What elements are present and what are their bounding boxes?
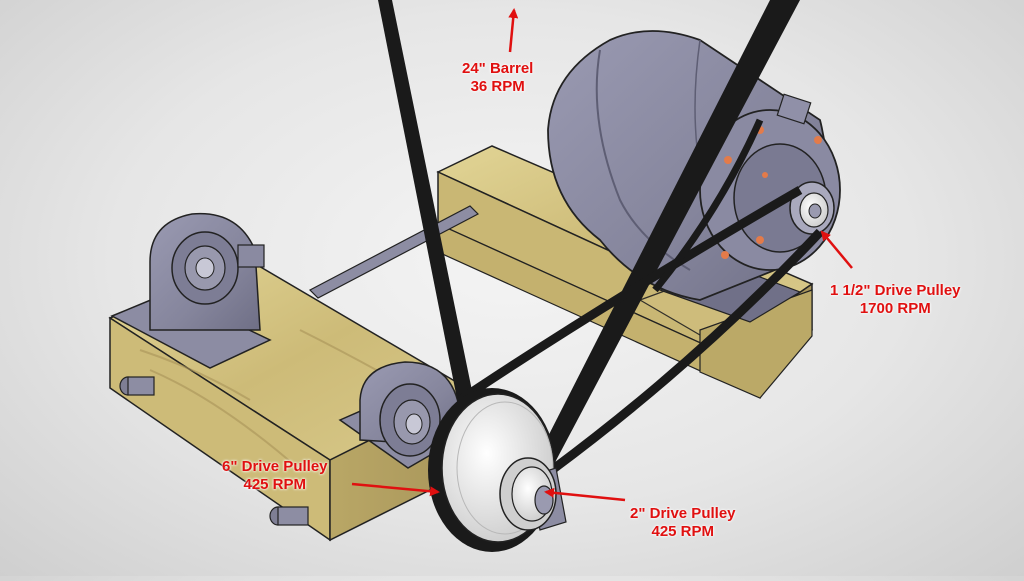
barrel-rpm: 36 RPM <box>470 78 525 95</box>
small-pulley-rpm: 425 RPM <box>651 523 715 540</box>
annotation-arrows <box>351 8 853 502</box>
large-pulley-label: 6" Drive Pulley 425 RPM <box>222 458 328 494</box>
pillow-block-bearing-back <box>110 212 272 369</box>
small-pulley-label: 2" Drive Pulley 425 RPM <box>630 505 736 541</box>
motor-drive-pulley <box>789 181 835 235</box>
stub-shafts <box>119 376 309 526</box>
motor-pulley-rpm: 1700 RPM <box>859 300 931 317</box>
barrel-size: 24" Barrel <box>462 60 534 77</box>
motor-pulley-size: 1 1/2" Drive Pulley <box>830 282 961 299</box>
small-pulley-size: 2" Drive Pulley <box>630 505 736 522</box>
motor-pulley-label: 1 1/2" Drive Pulley 1700 RPM <box>830 282 961 318</box>
large-pulley-rpm: 425 RPM <box>243 476 307 493</box>
drive-belts <box>378 0 824 474</box>
barrel-label: 24" Barrel 36 RPM <box>462 60 533 96</box>
large-pulley-size: 6" Drive Pulley <box>222 458 328 475</box>
